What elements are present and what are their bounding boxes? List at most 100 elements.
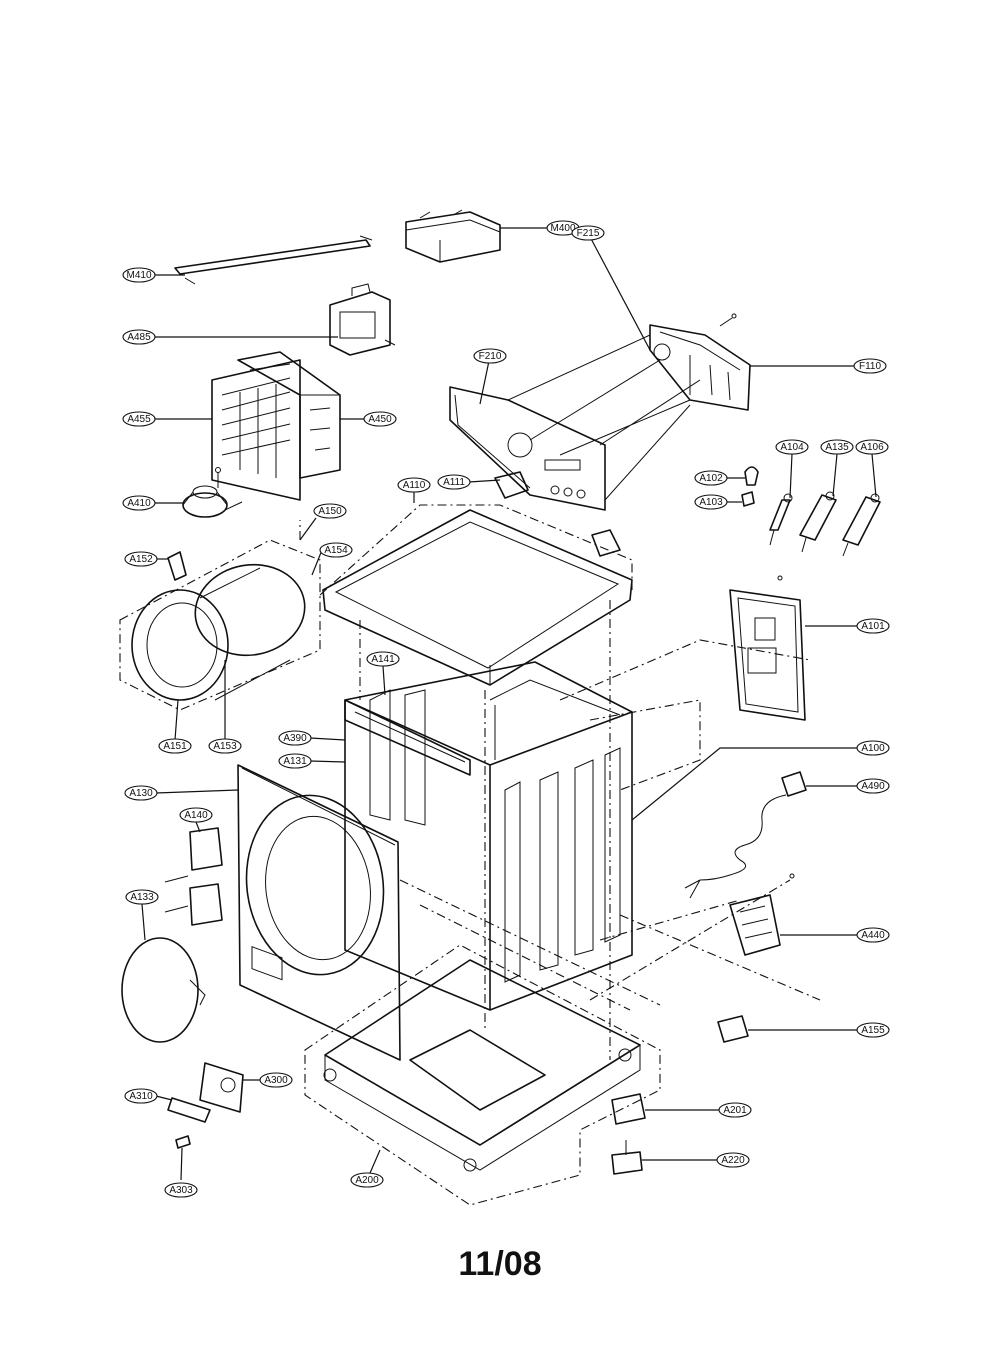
callout-a390: A390 bbox=[278, 730, 312, 746]
part-a111-bracket bbox=[494, 471, 621, 557]
callout-label: A153 bbox=[213, 741, 237, 752]
revision-date: 11/08 bbox=[458, 1245, 542, 1283]
callout-label: A310 bbox=[129, 1091, 153, 1102]
callout-a300: A300 bbox=[259, 1072, 293, 1088]
callout-a201: A201 bbox=[718, 1102, 752, 1118]
part-a410-switch bbox=[182, 467, 243, 518]
part-m400-motor bbox=[405, 209, 501, 263]
callout-bubble bbox=[125, 889, 159, 905]
callout-a440: A440 bbox=[856, 927, 890, 943]
callout-bubble bbox=[179, 807, 213, 823]
callout-label: F215 bbox=[577, 228, 600, 239]
part-a104-valve bbox=[769, 493, 793, 546]
callout-bubble bbox=[164, 1182, 198, 1198]
callout-bubble bbox=[208, 738, 242, 754]
callout-label: A152 bbox=[129, 554, 153, 565]
callout-a410: A410 bbox=[122, 495, 156, 511]
callout-a135: A135 bbox=[820, 439, 854, 455]
callout-label: A303 bbox=[169, 1185, 193, 1196]
callout-bubble bbox=[158, 738, 192, 754]
callout-bubble bbox=[363, 411, 397, 427]
callout-bubble bbox=[366, 651, 400, 667]
part-a101-rear-cover bbox=[729, 575, 806, 721]
callout-bubble bbox=[694, 470, 728, 486]
callout-bubble bbox=[853, 358, 887, 374]
callout-a153: A153 bbox=[208, 738, 242, 754]
callout-a130: A130 bbox=[124, 785, 158, 801]
callout-a200: A200 bbox=[350, 1172, 384, 1188]
callout-bubble bbox=[856, 778, 890, 794]
callout-label: A200 bbox=[355, 1175, 379, 1186]
callout-label: A150 bbox=[318, 506, 342, 517]
callout-bubble bbox=[122, 329, 156, 345]
callout-a485: A485 bbox=[122, 329, 156, 345]
part-f210-panel bbox=[449, 386, 606, 511]
callout-a154: A154 bbox=[319, 542, 353, 558]
leader-lines bbox=[141, 227, 877, 1181]
callout-label: A103 bbox=[699, 497, 723, 508]
callout-label: F210 bbox=[479, 351, 502, 362]
part-a440-filter bbox=[729, 873, 795, 956]
callout-a141: A141 bbox=[366, 651, 400, 667]
callout-bubble bbox=[571, 225, 605, 241]
callout-bubble bbox=[124, 785, 158, 801]
callout-f110: F110 bbox=[853, 358, 887, 374]
callout-a155: A155 bbox=[856, 1022, 890, 1038]
part-a130-front-panel bbox=[237, 764, 401, 1061]
callout-bubble bbox=[397, 477, 431, 493]
callout-label: A485 bbox=[127, 332, 151, 343]
callout-bubble bbox=[716, 1152, 750, 1168]
callout-label: A155 bbox=[861, 1025, 885, 1036]
callout-a103: A103 bbox=[694, 494, 728, 510]
part-a490-cord bbox=[684, 771, 807, 899]
callout-f215: F215 bbox=[571, 225, 605, 241]
callout-label: A390 bbox=[283, 733, 307, 744]
part-a450-pcb bbox=[237, 351, 341, 479]
callout-a100: A100 bbox=[856, 740, 890, 756]
part-a303-screw bbox=[175, 1135, 191, 1149]
callout-a310: A310 bbox=[124, 1088, 158, 1104]
callout-bubble bbox=[473, 348, 507, 364]
part-a220-foot bbox=[611, 1140, 643, 1175]
part-a455-pcb bbox=[211, 359, 301, 501]
assembly-guide-lines bbox=[299, 520, 821, 1060]
callout-bubble bbox=[694, 494, 728, 510]
callout-bubble bbox=[278, 730, 312, 746]
part-f110-dispenser bbox=[649, 313, 751, 411]
part-a390-frame bbox=[344, 699, 471, 776]
callout-bubble bbox=[856, 618, 890, 634]
callout-label: A111 bbox=[443, 477, 465, 488]
part-a102-clip bbox=[744, 466, 759, 486]
callout-label: F110 bbox=[859, 361, 881, 372]
callout-bubble bbox=[718, 1102, 752, 1118]
callout-bubble bbox=[122, 267, 156, 283]
callout-bubble bbox=[437, 474, 471, 490]
callout-label: A133 bbox=[130, 892, 154, 903]
part-a155-cap bbox=[717, 1015, 749, 1043]
part-a201-bracket bbox=[611, 1093, 646, 1125]
callout-bubble bbox=[122, 411, 156, 427]
callout-bubble bbox=[856, 740, 890, 756]
callout-bubble bbox=[350, 1172, 384, 1188]
part-a106-valve bbox=[842, 493, 881, 557]
callout-label: A130 bbox=[129, 788, 153, 799]
callout-bubble bbox=[855, 439, 889, 455]
part-a485-module bbox=[329, 283, 396, 356]
callout-bubble bbox=[856, 927, 890, 943]
callout-bubble bbox=[775, 439, 809, 455]
callout-bubble bbox=[856, 1022, 890, 1038]
callout-label: A490 bbox=[861, 781, 885, 792]
callout-label: A102 bbox=[699, 473, 723, 484]
part-a310-cover bbox=[167, 1097, 211, 1123]
callout-label: A135 bbox=[825, 442, 849, 453]
callout-label: M400 bbox=[550, 223, 575, 234]
callout-bubble bbox=[122, 495, 156, 511]
callout-label: A106 bbox=[860, 442, 884, 453]
callout-bubble bbox=[820, 439, 854, 455]
part-a100-cabinet bbox=[344, 661, 633, 1011]
callout-a450: A450 bbox=[363, 411, 397, 427]
callout-a101: A101 bbox=[856, 618, 890, 634]
callout-label: A220 bbox=[721, 1155, 745, 1166]
a110-outline bbox=[319, 504, 633, 596]
callout-label: A101 bbox=[861, 621, 885, 632]
